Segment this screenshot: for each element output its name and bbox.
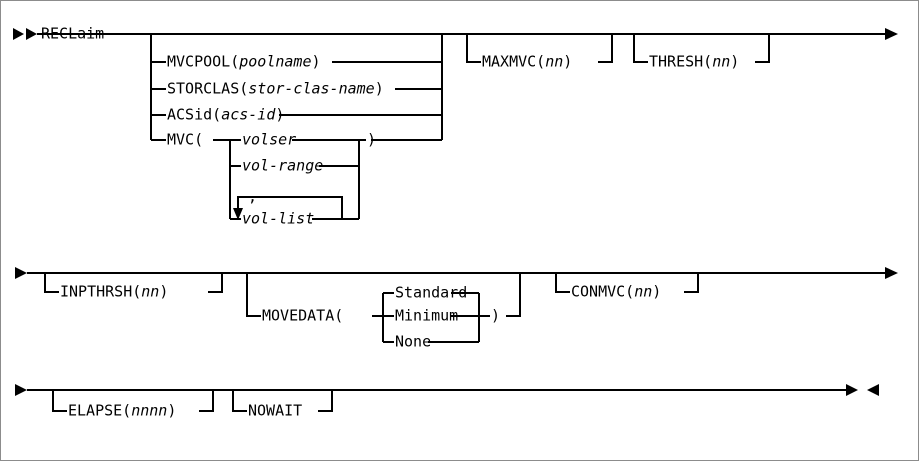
option-inpthrsh[interactable]: INPTHRSH(nn) — [60, 282, 169, 301]
option-inpthrsh-keyword: INPTHRSH( — [60, 282, 142, 301]
option-mvc-keyword[interactable]: MVC( — [167, 130, 204, 149]
option-conmvc-close: ) — [652, 282, 662, 301]
option-inpthrsh-variable: nn — [141, 282, 160, 301]
option-mvcpool-keyword: MVCPOOL( — [167, 52, 240, 71]
option-elapse-keyword: ELAPSE( — [68, 401, 132, 420]
option-acsid[interactable]: ACSid(acs-id) — [167, 105, 285, 124]
line1-continue-arrow — [885, 28, 898, 40]
option-storclas-keyword: STORCLAS( — [167, 79, 249, 98]
option-thresh[interactable]: THRESH(nn) — [649, 52, 740, 71]
rail-movedata-right — [506, 273, 521, 317]
line2-continue-arrow — [885, 267, 898, 279]
mvc-value-vol-list[interactable]: vol-list — [242, 209, 315, 228]
start-arrow-1 — [13, 28, 24, 40]
option-inpthrsh-close: ) — [159, 282, 169, 301]
option-maxmvc-keyword: MAXMVC( — [482, 52, 546, 71]
movedata-value-none[interactable]: None — [395, 332, 432, 351]
line3-start-arrow — [15, 384, 27, 396]
option-thresh-keyword: THRESH( — [649, 52, 713, 71]
line2-start-arrow — [15, 267, 27, 279]
rail-movedata-left — [246, 273, 261, 317]
start-arrow-2 — [26, 28, 37, 40]
option-elapse-variable: nnnn — [131, 401, 168, 420]
option-conmvc-variable: nn — [634, 282, 653, 301]
option-acsid-close: ) — [275, 105, 285, 124]
vollist-loop-arrow — [233, 208, 243, 220]
mvc-value-vol-range[interactable]: vol-range — [242, 156, 324, 175]
option-thresh-close: ) — [730, 52, 740, 71]
option-storclas[interactable]: STORCLAS(stor-clas-name) — [167, 79, 384, 98]
rail-elapse-right — [199, 390, 214, 412]
rail-vollist-loop — [237, 196, 343, 219]
option-movedata-keyword[interactable]: MOVEDATA( — [262, 306, 344, 325]
line3-end-arrow-forward — [846, 384, 858, 396]
option-elapse-close: ) — [167, 401, 177, 420]
option-thresh-variable: nn — [712, 52, 731, 71]
rail-conmvc-left — [555, 273, 570, 293]
rail-maxmvc-left — [466, 34, 481, 63]
option-maxmvc-close: ) — [563, 52, 573, 71]
rail-inpthrsh-right — [208, 273, 223, 293]
option-mvcpool-close: ) — [311, 52, 321, 71]
option-storclas-close: ) — [374, 79, 384, 98]
rail-conmvc-right — [684, 273, 699, 293]
rail-nowait-left — [232, 390, 247, 412]
option-mvcpool[interactable]: MVCPOOL(poolname) — [167, 52, 321, 71]
line3-end-arrow-reverse — [867, 384, 879, 396]
option-conmvc[interactable]: CONMVC(nn) — [571, 282, 662, 301]
option-elapse[interactable]: ELAPSE(nnnn) — [68, 401, 177, 420]
mvc-list-separator-comma: , — [248, 187, 258, 206]
movedata-value-minimum[interactable]: Minimum — [395, 306, 459, 325]
option-mvc-close: ) — [367, 130, 377, 149]
option-maxmvc[interactable]: MAXMVC(nn) — [482, 52, 573, 71]
option-conmvc-keyword: CONMVC( — [571, 282, 635, 301]
rail-inpthrsh-left — [44, 273, 59, 293]
option-acsid-keyword: ACSid( — [167, 105, 222, 124]
rail-nowait-right — [318, 390, 333, 412]
movedata-value-standard[interactable]: Standard — [395, 283, 468, 302]
rail-thresh-left — [633, 34, 648, 63]
option-nowait[interactable]: NOWAIT — [248, 401, 303, 420]
mvc-value-volser[interactable]: volser — [242, 130, 297, 149]
option-maxmvc-variable: nn — [545, 52, 564, 71]
option-storclas-variable: stor-clas-name — [248, 79, 375, 98]
keyword-reclaim: RECLaim — [41, 24, 105, 43]
option-mvcpool-variable: poolname — [239, 52, 312, 71]
rail-maxmvc-right — [598, 34, 613, 63]
rail-elapse-left — [52, 390, 67, 412]
option-acsid-variable: acs-id — [221, 105, 276, 124]
option-movedata-close: ) — [491, 306, 501, 325]
rail-thresh-right — [755, 34, 770, 63]
